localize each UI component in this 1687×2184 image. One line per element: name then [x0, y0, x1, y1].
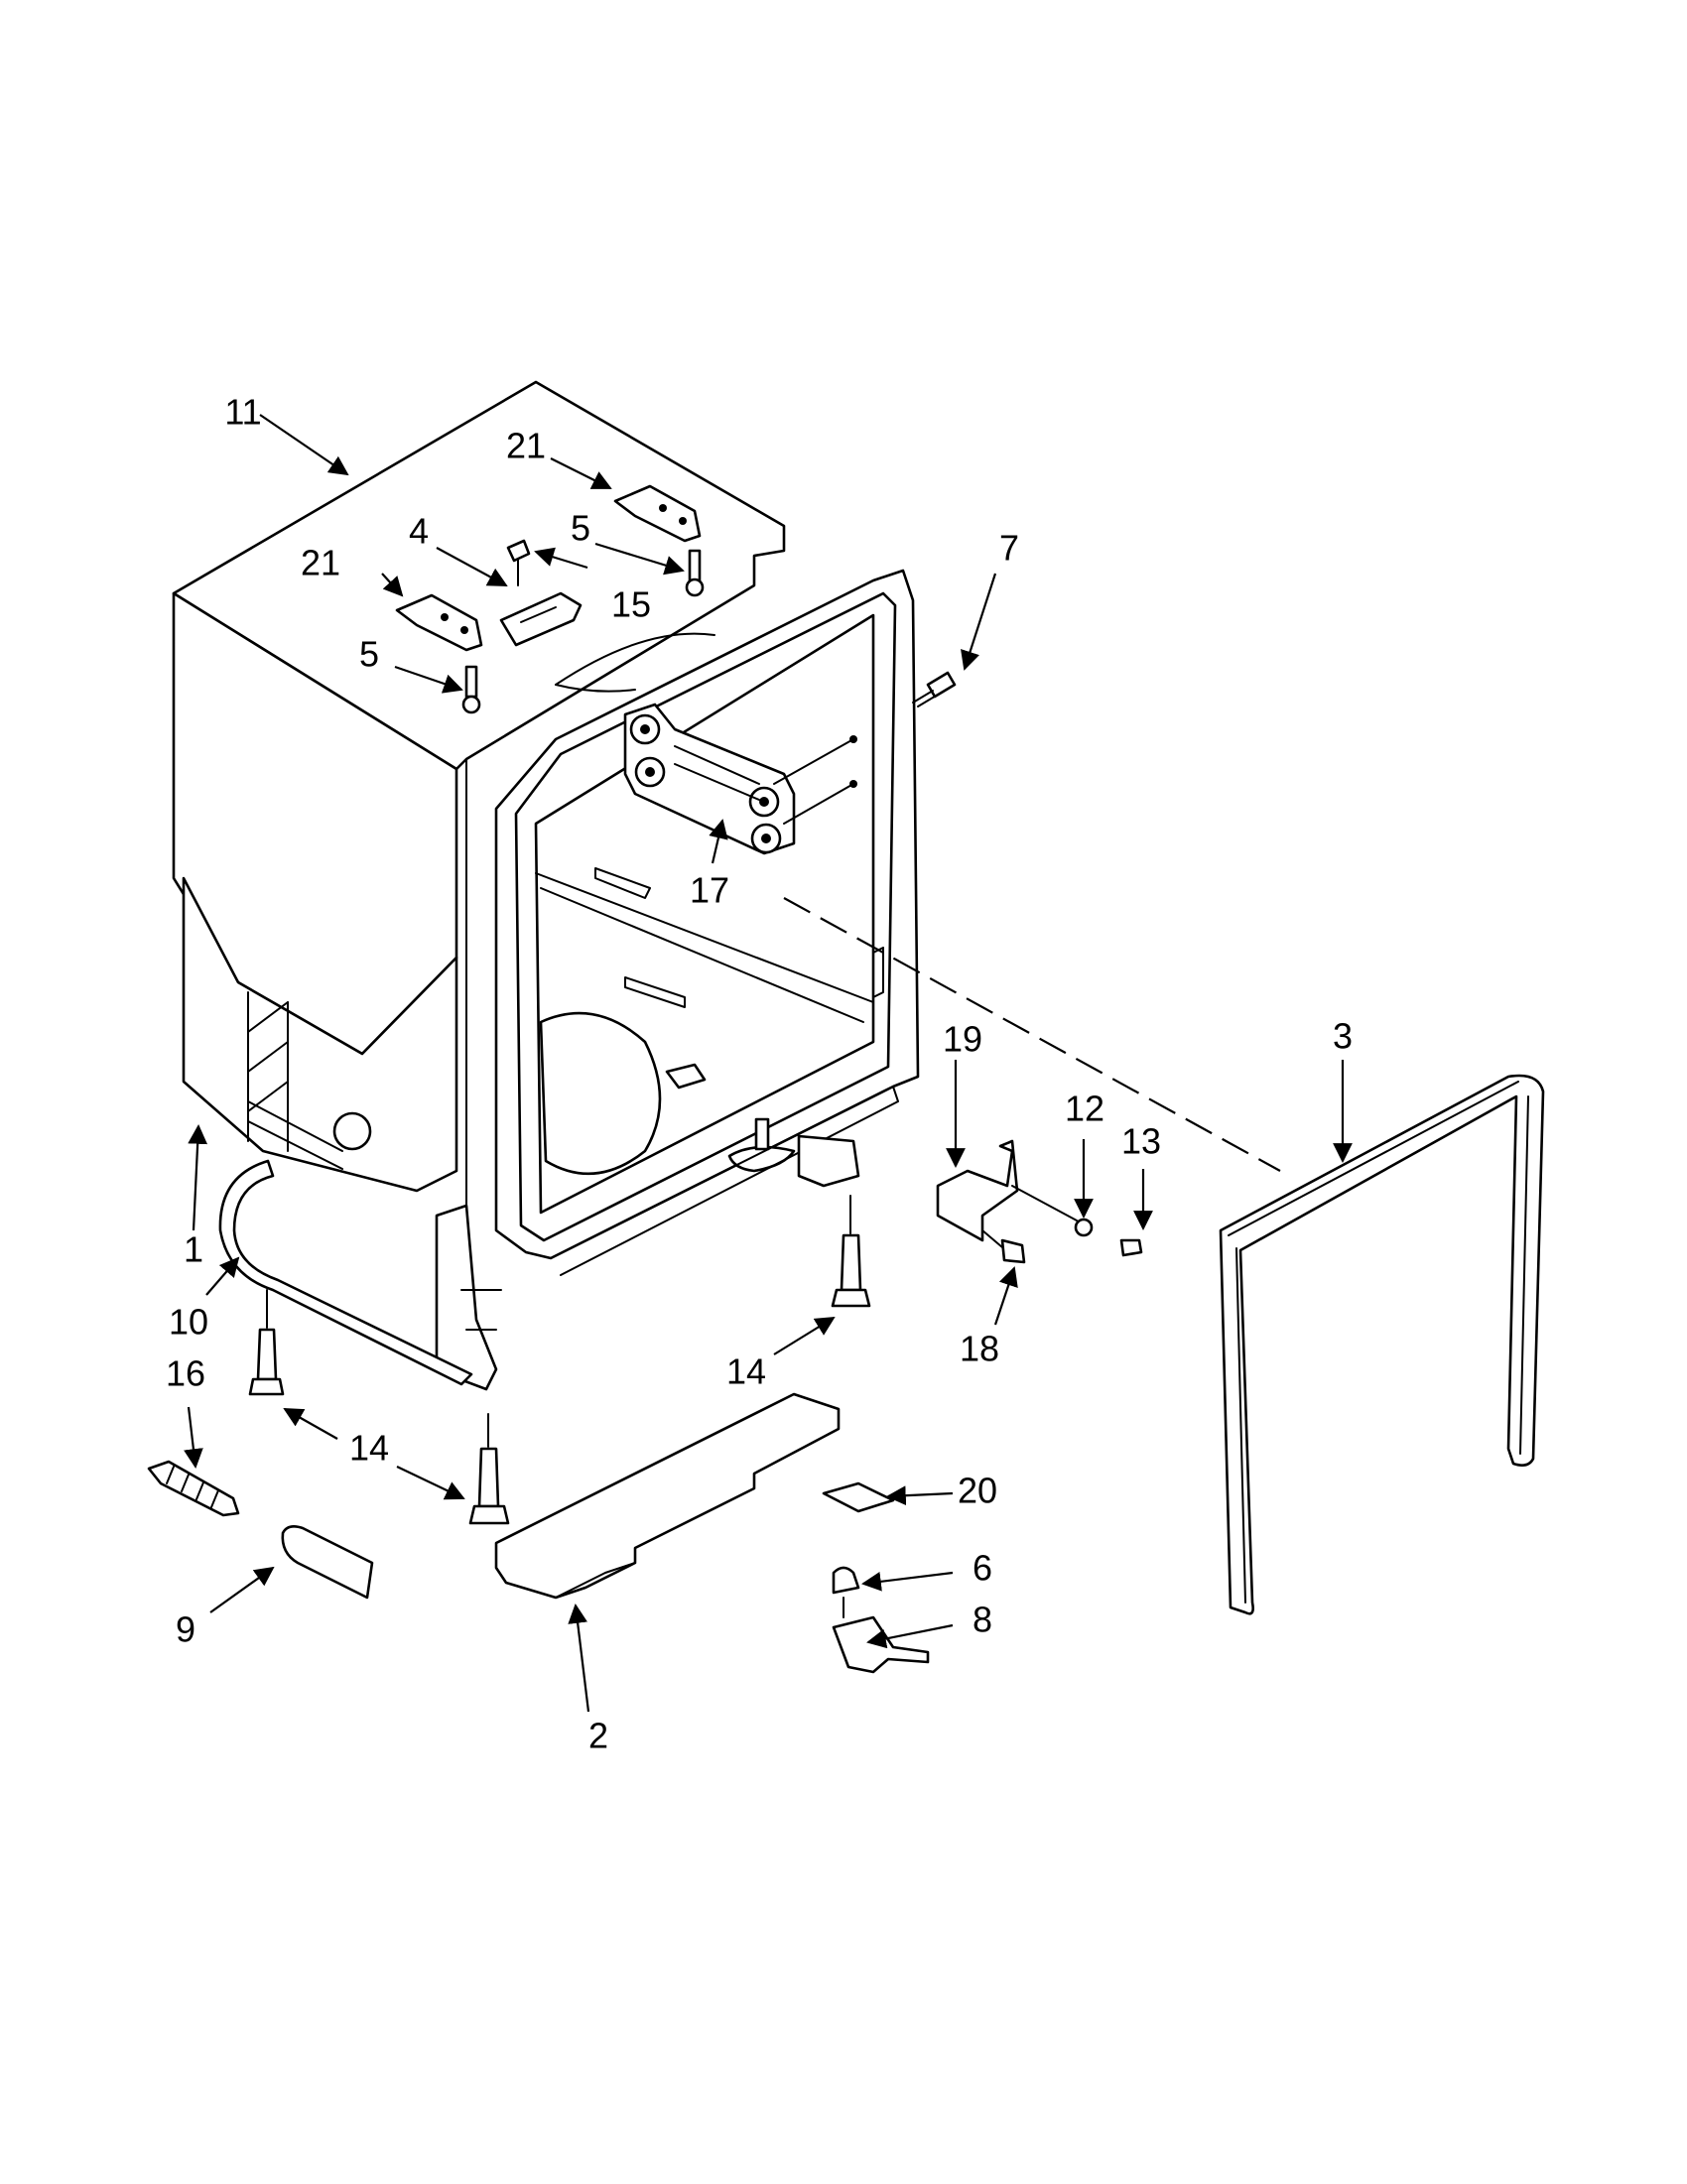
part-7-screw — [926, 671, 957, 699]
part-5-screw-left — [464, 665, 478, 699]
callout-14-left: 14 — [349, 1428, 389, 1469]
part-21-hinge-left — [395, 593, 483, 652]
tub-top-panel — [172, 380, 786, 771]
callout-15: 15 — [611, 584, 651, 625]
fasteners — [395, 484, 957, 714]
callout-4: 4 — [409, 511, 429, 552]
callout-6: 6 — [973, 1548, 992, 1589]
part-12-washer — [1074, 1218, 1094, 1237]
part-4-clip — [499, 591, 583, 647]
part-6-clip — [832, 1566, 860, 1595]
part-15-screw — [506, 539, 531, 563]
part-2-base-plate — [494, 1392, 841, 1600]
callout-12: 12 — [1065, 1089, 1104, 1129]
part-14-legs — [248, 1195, 871, 1525]
part-13-screw — [1119, 1238, 1143, 1257]
callout-7: 7 — [999, 528, 1019, 569]
callout-labels: 11 21 4 5 21 15 5 7 17 19 3 12 13 1 10 1… — [166, 392, 1353, 1756]
part-9-pad — [281, 1525, 374, 1600]
callout-14-right: 14 — [726, 1351, 766, 1392]
part-19-bracket — [936, 1139, 1019, 1242]
part-5-screw-right — [688, 549, 702, 582]
tub-lower-skirt — [182, 876, 458, 1193]
callout-18: 18 — [960, 1329, 999, 1369]
callout-21-left: 21 — [301, 543, 340, 583]
callout-9: 9 — [176, 1609, 195, 1650]
callout-21-top: 21 — [506, 426, 546, 466]
callout-13: 13 — [1121, 1121, 1161, 1162]
part-17-bracket — [623, 703, 857, 855]
drain-hose — [218, 1159, 473, 1386]
callout-3: 3 — [1333, 1016, 1353, 1057]
callout-16: 16 — [166, 1353, 205, 1394]
callout-20: 20 — [958, 1471, 997, 1511]
tub-assembly — [172, 380, 786, 1221]
callout-1: 1 — [184, 1229, 203, 1270]
callout-17: 17 — [690, 870, 729, 911]
callout-11: 11 — [224, 392, 261, 433]
part-21-hinge-right — [613, 484, 702, 543]
part-18-bolt — [1000, 1238, 1026, 1264]
callout-2: 2 — [588, 1716, 608, 1756]
part-8-bracket — [832, 1615, 930, 1674]
part-3-door-gasket — [1219, 1074, 1545, 1615]
callout-19: 19 — [943, 1019, 982, 1060]
callout-5-top: 5 — [571, 508, 590, 549]
tub-inner-curve — [555, 632, 715, 686]
callout-8: 8 — [973, 1600, 992, 1640]
part-20-label — [822, 1481, 895, 1513]
leader-lines — [184, 414, 1353, 1713]
part-16-spring — [147, 1460, 240, 1517]
tub-door-frame — [494, 569, 920, 1276]
callout-10: 10 — [169, 1302, 208, 1343]
gasket-alignment-line — [783, 897, 1281, 1172]
callout-5-left: 5 — [359, 634, 379, 675]
sump-opening — [539, 1011, 662, 1176]
